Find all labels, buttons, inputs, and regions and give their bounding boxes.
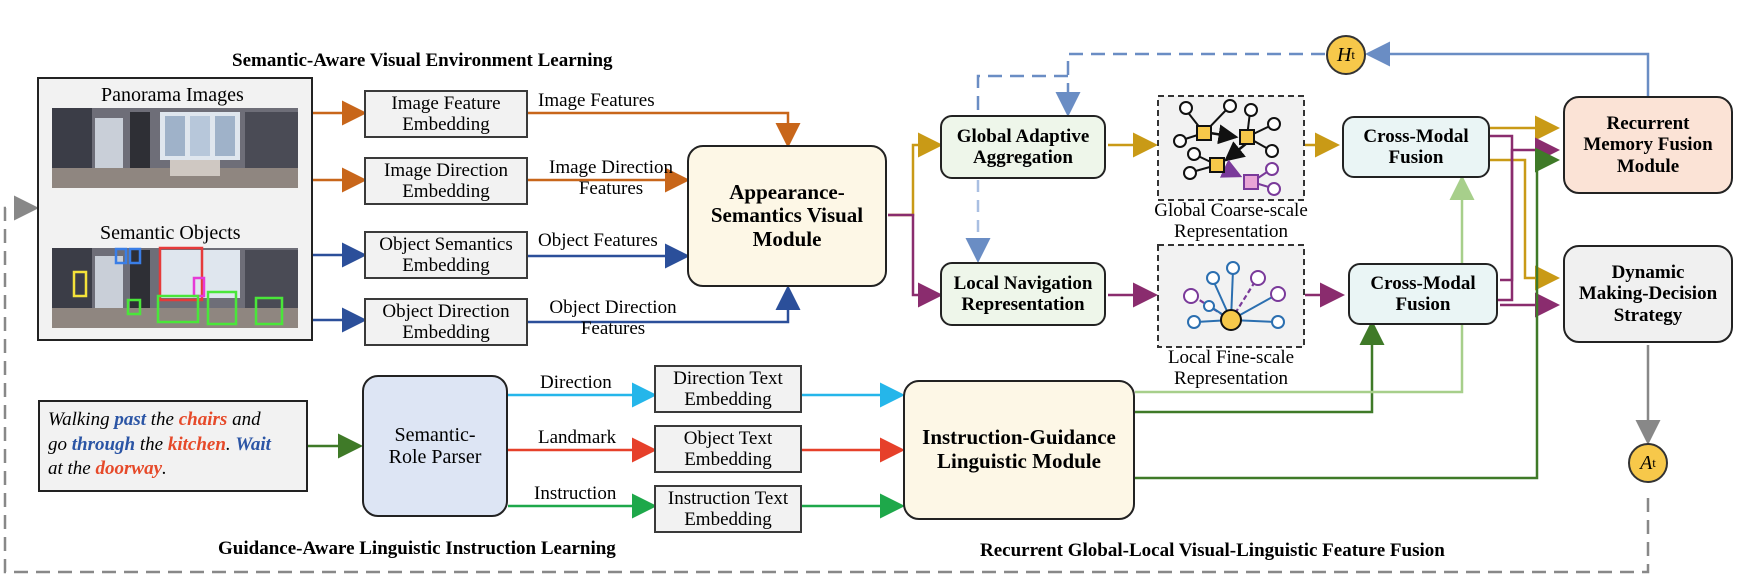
panorama-label: Panorama Images [101, 84, 244, 106]
instruction-text-box: Walking past the chairs and go through t… [38, 400, 308, 492]
instruction-landmark-word: kitchen [167, 433, 226, 455]
cross-modal-fusion-local: Cross-Modal Fusion [1348, 263, 1498, 325]
object-semantics-embedding: Object Semantics Embedding [364, 231, 528, 279]
object-direction-embedding: Object Direction Embedding [364, 298, 528, 346]
instruction-edge-label: Instruction [534, 483, 617, 504]
instruction-word: . [225, 433, 236, 455]
global-graph-icon [1173, 99, 1281, 196]
semantic-objects-label: Semantic Objects [100, 222, 241, 244]
image-direction-embedding: Image Direction Embedding [364, 157, 528, 205]
instruction-word: go [48, 433, 72, 455]
dynamic-decision-strategy: Dynamic Making-Decision Strategy [1563, 245, 1733, 343]
local-repr-caption: Local Fine-scale Representation [1167, 347, 1295, 389]
instruction-word: at the [48, 458, 96, 480]
direction-edge-label: Direction [540, 372, 612, 393]
instruction-text-embedding: Instruction Text Embedding [654, 485, 802, 533]
object-text-embedding: Object Text Embedding [654, 425, 802, 473]
recurrent-memory-fusion-module: Recurrent Memory Fusion Module [1563, 96, 1733, 194]
instruction-guidance-module: Instruction-Guidance Linguistic Module [903, 380, 1135, 520]
image-direction-features-label: Image Direction Features [549, 157, 673, 199]
instruction-word: and [227, 409, 261, 430]
image-features-label: Image Features [538, 90, 655, 111]
appearance-semantics-module: Appearance-Semantics Visual Module [687, 145, 887, 287]
image-feature-embedding: Image Feature Embedding [364, 90, 528, 138]
direction-text-embedding: Direction Text Embedding [654, 365, 802, 413]
object-features-label: Object Features [538, 230, 658, 251]
local-navigation-representation: Local Navigation Representation [940, 262, 1106, 326]
linguistic-section-title: Guidance-Aware Linguistic Instruction Le… [218, 538, 616, 559]
instruction-direction-word: through [71, 433, 136, 455]
instruction-landmark-word: doorway [95, 458, 163, 480]
local-graph-icon [1183, 261, 1286, 331]
visual-section-title: Semantic-Aware Visual Environment Learni… [232, 50, 613, 71]
instruction-landmark-word: chairs [178, 409, 228, 430]
instruction-word: . [162, 458, 167, 480]
instruction-direction-word: Wait [235, 433, 271, 455]
semantic-role-parser: Semantic-Role Parser [362, 375, 508, 517]
instruction-direction-word: past [114, 409, 147, 430]
object-direction-features-label: Object Direction Features [549, 297, 677, 339]
instruction-word: Walking [48, 409, 115, 430]
panorama-image [52, 108, 298, 188]
global-repr-caption: Global Coarse-scale Representation [1154, 200, 1308, 242]
cross-modal-fusion-global: Cross-Modal Fusion [1342, 116, 1490, 178]
fusion-section-title: Recurrent Global-Local Visual-Linguistic… [980, 540, 1445, 561]
instruction-word: the [146, 409, 179, 430]
semantic-objects-image [52, 246, 298, 328]
global-adaptive-aggregation: Global Adaptive Aggregation [940, 115, 1106, 179]
landmark-edge-label: Landmark [538, 427, 617, 448]
instruction-word: the [135, 433, 168, 455]
